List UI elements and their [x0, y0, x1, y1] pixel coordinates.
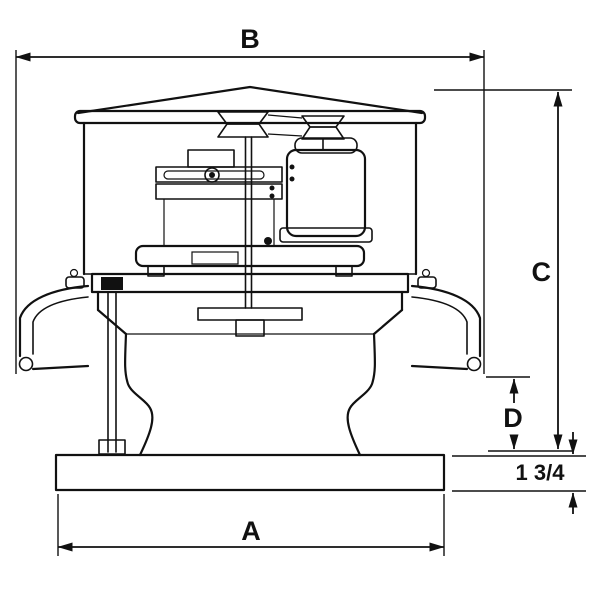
- motor: [279, 137, 373, 243]
- dimension-overall-height: C: [434, 89, 572, 452]
- dim-label-a: A: [241, 516, 261, 546]
- roof-cap: [73, 85, 427, 125]
- dimension-base-height: 1 3/4: [452, 432, 586, 514]
- base-curb: [54, 453, 446, 492]
- windband-right: [410, 284, 482, 372]
- windband-left: [18, 284, 90, 372]
- dimension-overall-width: B: [15, 24, 485, 374]
- dim-label-c: C: [532, 257, 552, 287]
- fan-drawing: [18, 85, 482, 492]
- drive-shaft: [244, 136, 253, 309]
- dim-label-base-height: 1 3/4: [516, 460, 566, 485]
- dimension-windband-to-base: D: [486, 376, 530, 450]
- dim-label-d: D: [503, 403, 523, 433]
- motor-mount-bracket: [155, 149, 283, 246]
- conduit: [98, 277, 126, 455]
- venturi-body: [96, 290, 404, 457]
- dimension-base-width: A: [57, 494, 445, 556]
- curb-band: [65, 268, 437, 294]
- pulley-assembly: [217, 111, 345, 151]
- dim-label-b: B: [240, 24, 260, 54]
- drive-deck: [134, 237, 366, 277]
- fan-hub: [197, 307, 303, 337]
